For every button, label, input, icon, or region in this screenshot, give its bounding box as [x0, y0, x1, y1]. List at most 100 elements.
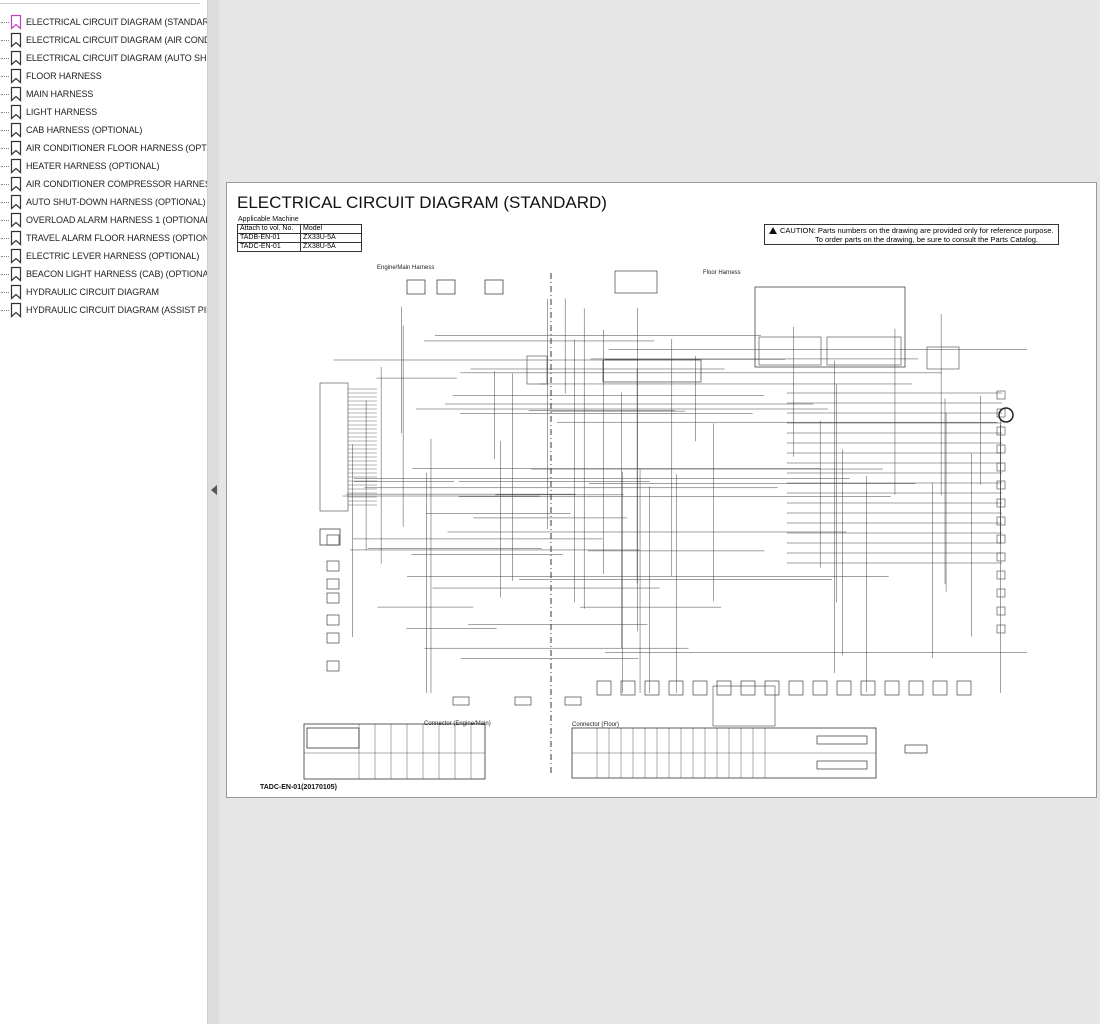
- bookmark-label: FLOOR HARNESS: [26, 71, 102, 81]
- connector-symbol: [996, 534, 1006, 544]
- table-cell: TADC-EN-01: [237, 242, 301, 252]
- connector-symbol: [306, 727, 360, 749]
- bookmark-item[interactable]: ELECTRIC LEVER HARNESS (OPTIONAL): [0, 247, 207, 265]
- bookmark-item[interactable]: ELECTRICAL CIRCUIT DIAGRAM (AUTO SHUT-DO…: [0, 49, 207, 67]
- bookmark-item[interactable]: FLOOR HARNESS: [0, 67, 207, 85]
- connector-symbol: [996, 516, 1006, 526]
- bookmark-icon: [10, 266, 22, 282]
- connector-symbol: [644, 680, 660, 696]
- connector-symbol: [996, 444, 1006, 454]
- bookmark-icon: [10, 158, 22, 174]
- connector-symbol: [692, 680, 708, 696]
- panel-splitter[interactable]: [207, 0, 219, 1024]
- controller-block: [712, 685, 776, 727]
- bookmark-item[interactable]: TRAVEL ALARM FLOOR HARNESS (OPTIONAL): [0, 229, 207, 247]
- bookmark-item[interactable]: AUTO SHUT-DOWN HARNESS (OPTIONAL): [0, 193, 207, 211]
- tree-connector: [1, 237, 9, 239]
- tree-connector: [1, 255, 9, 257]
- bookmark-label: AIR CONDITIONER FLOOR HARNESS (OPTIONAL): [26, 143, 207, 153]
- connector-symbol: [996, 426, 1006, 436]
- controller-block: [319, 382, 349, 512]
- table-cell: ZX33U-5A: [300, 233, 362, 243]
- fuse-box: [614, 270, 658, 294]
- connector-symbol: [996, 480, 1006, 490]
- connector-symbol: [908, 680, 924, 696]
- circuit-diagram: [303, 270, 1027, 780]
- bookmark-label: HEATER HARNESS (OPTIONAL): [26, 161, 160, 171]
- bookmark-item[interactable]: AIR CONDITIONER FLOOR HARNESS (OPTIONAL): [0, 139, 207, 157]
- collapse-arrow-icon[interactable]: [211, 485, 217, 495]
- legend-symbol: [904, 744, 928, 754]
- tree-connector: [1, 201, 9, 203]
- bookmark-label: HYDRAULIC CIRCUIT DIAGRAM: [26, 287, 159, 297]
- table-header: Model: [300, 224, 362, 234]
- bookmark-item[interactable]: OVERLOAD ALARM HARNESS 1 (OPTIONAL): [0, 211, 207, 229]
- connector-symbol: [956, 680, 972, 696]
- connector-symbol: [996, 498, 1006, 508]
- tree-connector: [1, 147, 9, 149]
- component-symbol: [326, 592, 340, 604]
- bookmark-item[interactable]: HEATER HARNESS (OPTIONAL): [0, 157, 207, 175]
- bookmark-icon: [10, 194, 22, 210]
- bookmark-label: TRAVEL ALARM FLOOR HARNESS (OPTIONAL): [26, 233, 207, 243]
- bookmark-item[interactable]: LIGHT HARNESS: [0, 103, 207, 121]
- connector-symbol: [996, 462, 1006, 472]
- bookmark-icon: [10, 122, 22, 138]
- bookmark-item[interactable]: AIR CONDITIONER COMPRESSOR HARNESS (OPTI: [0, 175, 207, 193]
- bookmark-label: ELECTRICAL CIRCUIT DIAGRAM (AUTO SHUT-DO…: [26, 53, 207, 63]
- relay-symbol: [406, 279, 426, 295]
- connector-symbol: [836, 680, 852, 696]
- connector-symbol: [816, 760, 868, 770]
- bookmark-icon: [10, 140, 22, 156]
- tree-connector: [1, 129, 9, 131]
- bookmark-label: CAB HARNESS (OPTIONAL): [26, 125, 143, 135]
- component-symbol: [326, 578, 340, 590]
- bookmark-item[interactable]: ELECTRICAL CIRCUIT DIAGRAM (STANDARD): [0, 13, 207, 31]
- component-symbol: [326, 560, 340, 572]
- connector-engine-label: Connector (Engine/Main): [424, 721, 491, 727]
- relay-block: [526, 355, 548, 385]
- bookmarks-panel: ELECTRICAL CIRCUIT DIAGRAM (STANDARD)ELE…: [0, 0, 207, 1024]
- bookmark-item[interactable]: HYDRAULIC CIRCUIT DIAGRAM: [0, 283, 207, 301]
- component-symbol: [326, 660, 340, 672]
- tree-connector: [1, 93, 9, 95]
- bookmark-label: MAIN HARNESS: [26, 89, 94, 99]
- bookmark-icon: [10, 32, 22, 48]
- connector-symbol: [740, 680, 756, 696]
- monitor-connector: [758, 336, 822, 366]
- floor-harness-label: Floor Harness: [703, 270, 741, 276]
- horn-symbol: [998, 407, 1014, 423]
- bookmark-item[interactable]: CAB HARNESS (OPTIONAL): [0, 121, 207, 139]
- bookmark-item[interactable]: MAIN HARNESS: [0, 85, 207, 103]
- fuse-block: [602, 359, 702, 383]
- tree-connector: [1, 291, 9, 293]
- bookmark-icon: [10, 104, 22, 120]
- bookmark-item[interactable]: HYDRAULIC CIRCUIT DIAGRAM (ASSIST PIPING…: [0, 301, 207, 319]
- applicable-machine-label: Applicable Machine: [238, 216, 299, 223]
- connector-symbol: [996, 606, 1006, 616]
- table-header-row: Attach to vol. No. Model: [237, 224, 362, 234]
- tree-connector: [1, 57, 9, 59]
- connector-symbol: [932, 680, 948, 696]
- connector-symbol: [996, 552, 1006, 562]
- document-code: TADC-EN-01(20170105): [260, 784, 337, 791]
- connector-floor-label: Connector (Floor): [572, 722, 620, 728]
- connector-symbol: [996, 390, 1006, 400]
- bookmark-icon: [10, 68, 22, 84]
- bookmark-item[interactable]: BEACON LIGHT HARNESS (CAB) (OPTIONAL): [0, 265, 207, 283]
- connector-table: [303, 723, 486, 780]
- connector-symbol: [996, 408, 1006, 418]
- component-symbol: [326, 632, 340, 644]
- bookmark-label: HYDRAULIC CIRCUIT DIAGRAM (ASSIST PIPING…: [26, 305, 207, 315]
- bookmark-item[interactable]: ELECTRICAL CIRCUIT DIAGRAM (AIR CONDITIO…: [0, 31, 207, 49]
- tree-connector: [1, 219, 9, 221]
- engine-harness-label: Engine/Main Harness: [377, 265, 435, 271]
- table-row: TADB-EN-01 ZX33U-5A: [237, 233, 362, 243]
- tree-connector: [1, 111, 9, 113]
- connector-symbol: [716, 680, 732, 696]
- ground-symbol: [514, 696, 532, 706]
- connector-symbol: [816, 735, 868, 745]
- component-symbol: [326, 614, 340, 626]
- monitor-connector: [826, 336, 902, 366]
- tree-connector: [1, 21, 9, 23]
